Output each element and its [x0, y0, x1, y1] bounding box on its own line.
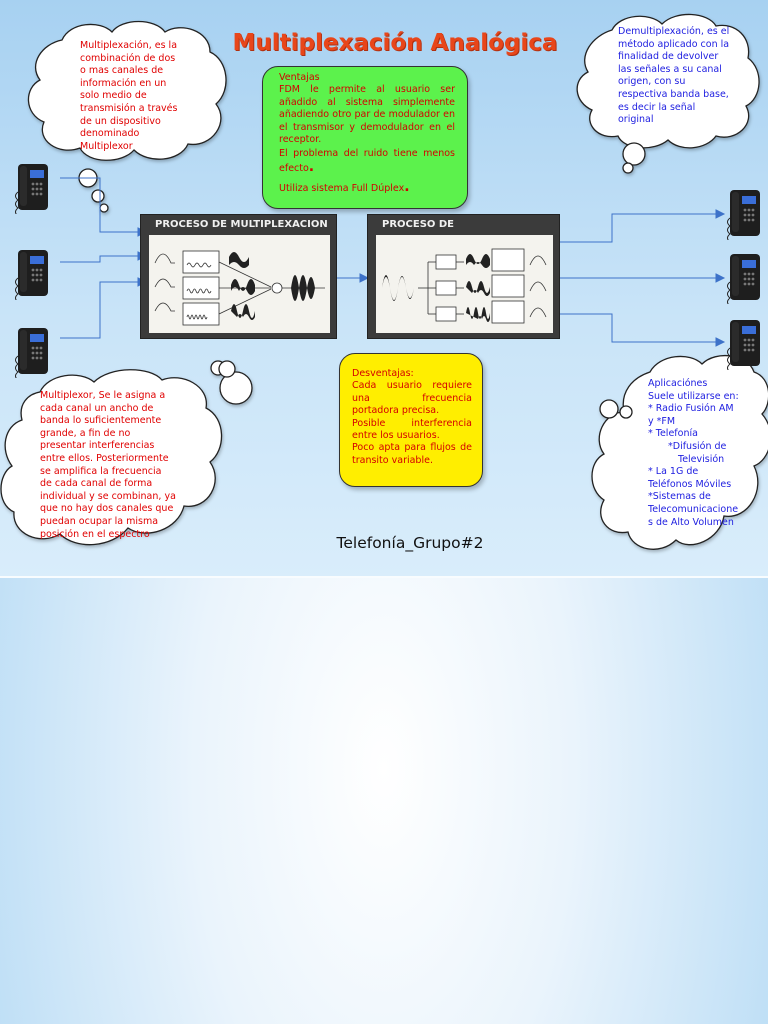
multiplexing-diagram: PROCESO DE MULTIPLEXACION [140, 214, 337, 339]
ventajas-box: Ventajas FDM le permite al usuario ser a… [262, 66, 468, 209]
multiplexing-schematic [149, 235, 330, 333]
desventajas-heading: Desventajas: [352, 368, 414, 379]
ventajas-line2: El problema del ruido tiene menos efecto… [279, 148, 455, 175]
ventajas-body: FDM le permite al usuario ser añadido al… [279, 84, 455, 146]
telephone-icon [15, 250, 48, 300]
multiplexing-diagram-title: PROCESO DE MULTIPLEXACION [155, 219, 328, 230]
band-divider [0, 576, 768, 578]
cloud-multiplexor [0, 360, 253, 546]
telephone-icon [15, 164, 48, 214]
telephone-icon [727, 320, 760, 370]
output-connectors [560, 209, 726, 347]
telephone-icon [727, 190, 760, 240]
desventajas-box: Desventajas: Cada usuario requiere una f… [339, 353, 483, 487]
page-title: Multiplexación Analógica [232, 30, 558, 56]
mux-demux-connector [337, 273, 370, 283]
ventajas-line3: Utiliza sistema Full Dúplex. [279, 179, 410, 196]
cloud-demultiplexacion [576, 13, 760, 174]
multiplexor-text: Multiplexor, Se le asigna a cada canal u… [40, 390, 176, 540]
telephone-icon [727, 254, 760, 304]
desventajas-line3: Poco apta para flujos de transito variab… [352, 442, 472, 466]
multiplexacion-text: Multiplexación, es la combinación de dos… [80, 40, 178, 152]
telephone-icon [15, 328, 48, 378]
group-caption: Telefonía_Grupo#2 [336, 534, 484, 552]
ventajas-heading: Ventajas [279, 72, 320, 83]
aplicaciones-text: Aplicaciónes Suele utilizarse en: * Radi… [648, 378, 739, 528]
demultiplexing-schematic [376, 235, 553, 333]
desventajas-line1: Cada usuario requiere una frecuencia por… [352, 380, 472, 417]
demultiplexacion-text: Demultiplexación, es el método aplicado … [618, 26, 730, 126]
cloud-multiplexacion [27, 20, 227, 213]
input-connectors [60, 177, 148, 339]
desventajas-line2: Posible interferencia entre los usuarios… [352, 417, 472, 442]
